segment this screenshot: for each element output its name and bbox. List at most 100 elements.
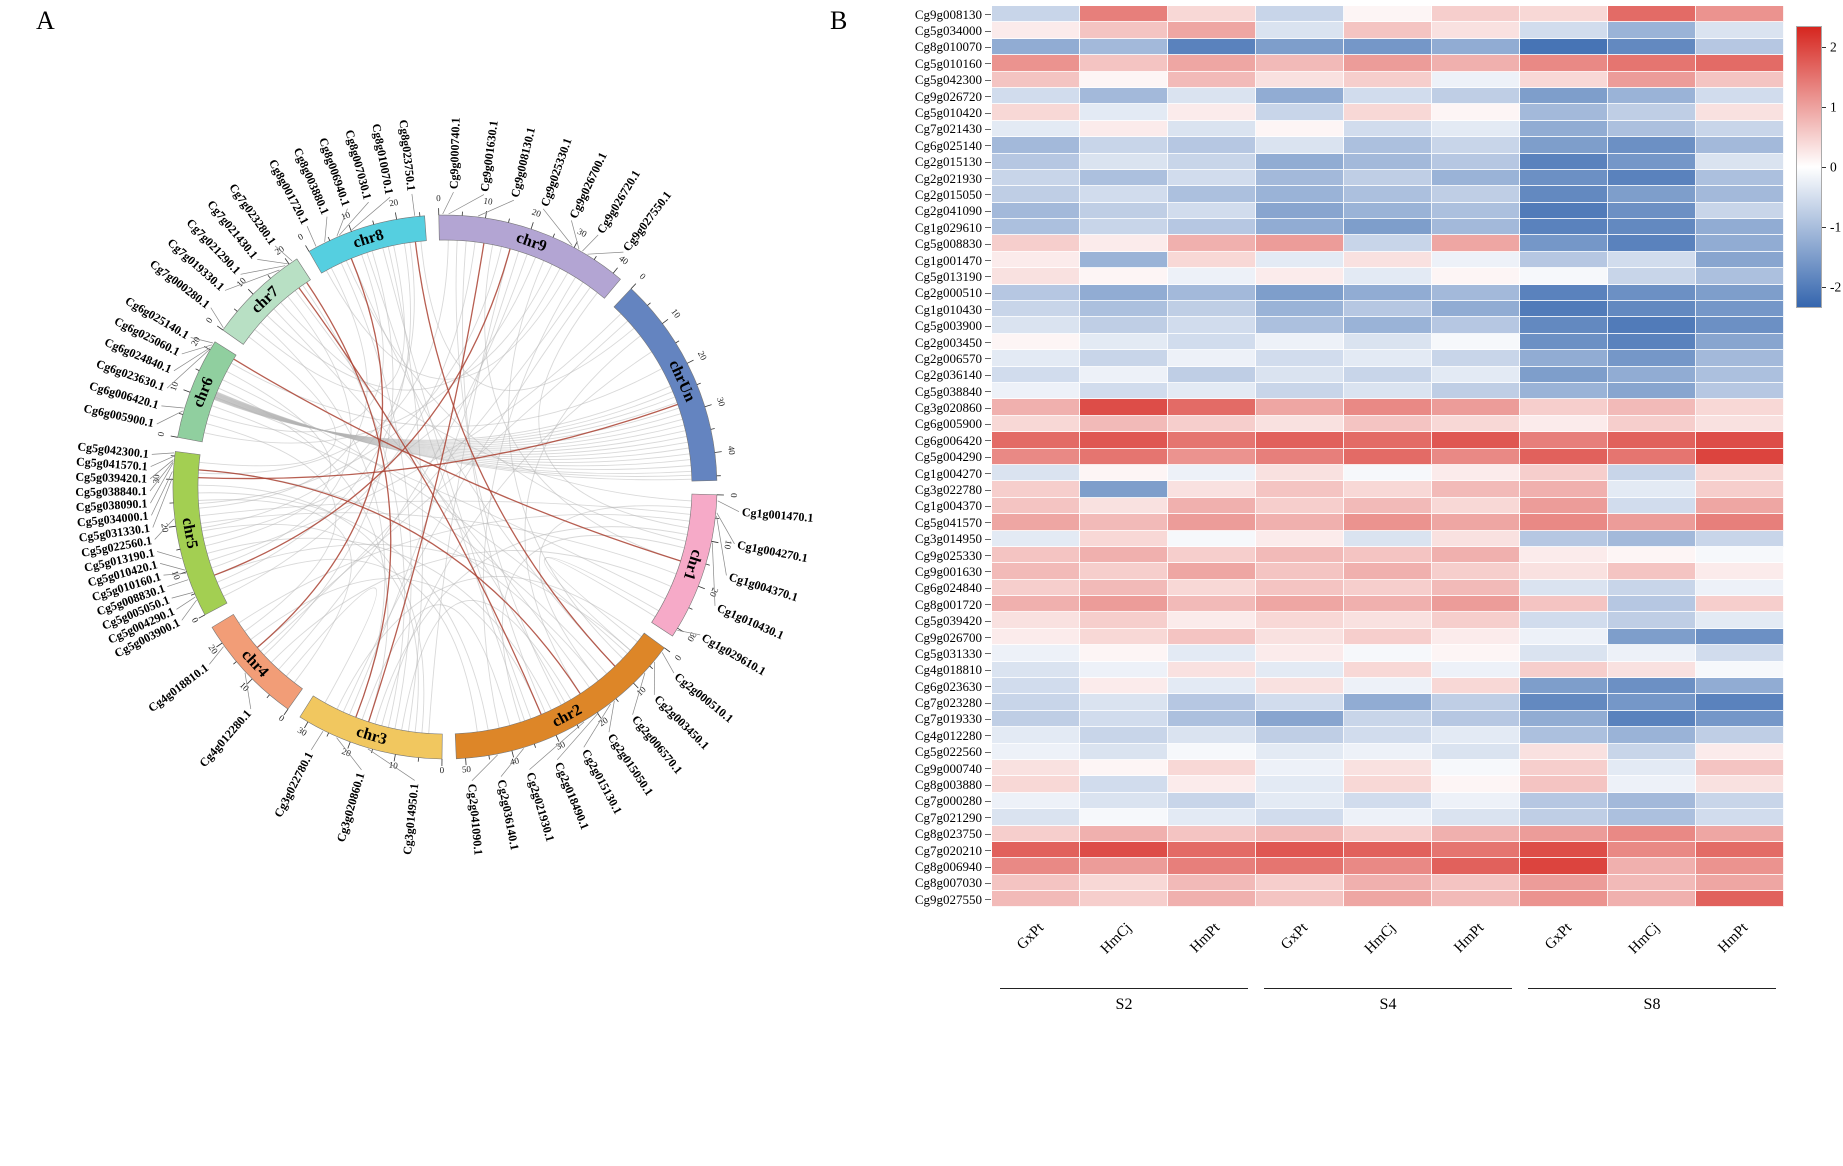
heatmap-row-label: Cg6g006420 [914, 432, 982, 448]
heatmap-cell [1432, 251, 1520, 269]
heatmap-cell [1696, 628, 1784, 646]
row-leader-line [984, 547, 992, 563]
heatmap-row: Cg7g023280 [880, 694, 1784, 711]
heatmap-cell [1608, 366, 1696, 383]
heatmap-cell [1520, 87, 1608, 105]
heatmap-cell [1696, 546, 1784, 564]
synteny-link [345, 260, 687, 542]
gene-leader-line [571, 220, 580, 250]
row-leader-line [984, 662, 992, 678]
scale-tick-label: 30 [576, 226, 589, 239]
heatmap-cell [1256, 563, 1344, 580]
heatmap-cell [1608, 235, 1696, 252]
heatmap-cell [1520, 874, 1608, 892]
heatmap-cell [1696, 874, 1784, 892]
heatmap-cell [1520, 743, 1608, 760]
heatmap-cell [1608, 776, 1696, 793]
scale-tick [326, 732, 329, 737]
heatmap-cell [1344, 661, 1432, 679]
heatmap-cell [1608, 628, 1696, 646]
heatmap-cell [1608, 6, 1696, 23]
heatmap-cell [1608, 87, 1696, 105]
heatmap-row: Cg9g001630 [880, 563, 1784, 580]
heatmap-cell [1696, 268, 1784, 285]
heatmap-cell [1432, 710, 1520, 728]
heatmap-cell [1432, 546, 1520, 564]
chromosome-band [211, 613, 303, 710]
heatmap-cell [1520, 55, 1608, 72]
heatmap-cell [1256, 579, 1344, 597]
heatmap-cell [1608, 186, 1696, 203]
heatmap-cell [1608, 169, 1696, 187]
gene-leader-line [336, 737, 362, 771]
heatmap-cell [1080, 268, 1168, 285]
synteny-link [266, 264, 553, 391]
heatmap-cell [992, 87, 1080, 105]
scale-tick-label: 40 [509, 755, 521, 767]
heatmap-cell [1344, 628, 1432, 646]
synteny-links [197, 239, 692, 734]
chromosome-chr8: 01020chr8Cg8g001720.1Cg8g003880.1Cg8g006… [266, 119, 427, 274]
gene-leader-line [306, 226, 317, 247]
heatmap-cell [1344, 809, 1432, 826]
heatmap-cell [992, 497, 1080, 515]
heatmap-cell [992, 710, 1080, 728]
heatmap-cell [1080, 645, 1168, 662]
scale-tick [612, 267, 618, 274]
gene-leader-line [181, 344, 213, 355]
synteny-link [342, 287, 591, 713]
heatmap-cell [1520, 497, 1608, 515]
gene-leader-line [156, 410, 183, 425]
gene-leader-line [336, 208, 348, 237]
heatmap-row-label: Cg5g042300 [914, 72, 982, 88]
heatmap-cell [992, 186, 1080, 203]
heatmap-cell [1168, 87, 1256, 105]
scale-tick [687, 359, 694, 364]
heatmap-cell [1344, 219, 1432, 236]
heatmap-row-label: Cg2g000510 [914, 285, 982, 301]
heatmap-cell [1344, 579, 1432, 597]
heatmap-cell [1432, 448, 1520, 465]
gene-leader-line [310, 731, 324, 751]
heatmap-cell [1696, 202, 1784, 220]
heatmap-cell [1080, 104, 1168, 121]
heatmap-row: Cg5g039420 [880, 612, 1784, 629]
heatmap-cell [1168, 841, 1256, 859]
heatmap-cell [1520, 169, 1608, 187]
heatmap-cell [1432, 841, 1520, 859]
heatmap-row: Cg4g018810 [880, 661, 1784, 679]
row-leader-line [984, 826, 992, 842]
group-underline [1264, 988, 1512, 989]
heatmap-cell [1520, 71, 1608, 88]
heatmap-cell [1520, 382, 1608, 400]
gene-leader-line [150, 462, 174, 504]
chromosome-chr1: 0102030chr1Cg1g001470.1Cg1g004270.1Cg1g0… [651, 493, 814, 678]
synteny-link-highlight [214, 248, 511, 576]
heatmap-cell [1344, 645, 1432, 662]
heatmap-cell [1080, 415, 1168, 433]
heatmap-cell [1256, 317, 1344, 334]
heatmap-row: Cg7g020210 [880, 841, 1784, 859]
scale-tick [649, 665, 653, 670]
heatmap-cell [1080, 858, 1168, 875]
chromosome-band [438, 214, 621, 299]
heatmap-row: Cg8g001720 [880, 596, 1784, 613]
synteny-link [387, 246, 424, 732]
heatmap-cell [1696, 22, 1784, 39]
chromosome-band [299, 695, 443, 760]
scale-tick [698, 585, 705, 590]
heatmap-row: Cg3g014950 [880, 530, 1784, 547]
colorbar-tick [1822, 47, 1826, 48]
heatmap-cell [1608, 22, 1696, 39]
heatmap-cell [1168, 415, 1256, 433]
heatmap-row-label: Cg8g001720 [914, 596, 982, 612]
heatmap-row-label: Cg7g021430 [914, 121, 982, 137]
heatmap-cell [992, 694, 1080, 711]
heatmap-cell [1168, 645, 1256, 662]
heatmap-cell [1432, 432, 1520, 449]
heatmap-cell [1432, 579, 1520, 597]
heatmap-cell [1696, 251, 1784, 269]
heatmap-cell [1608, 104, 1696, 121]
